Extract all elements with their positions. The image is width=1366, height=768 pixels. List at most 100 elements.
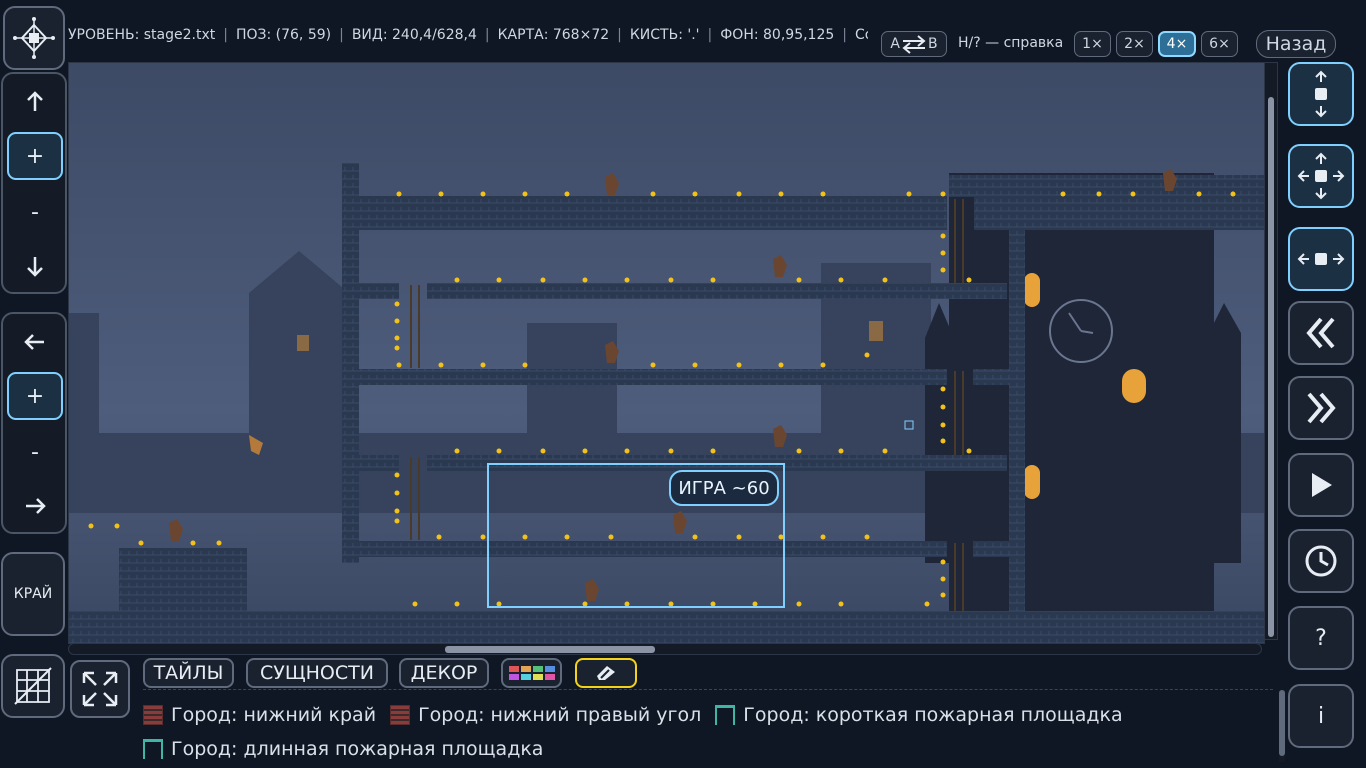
expand-icon (82, 671, 118, 707)
horizontal-mode-button[interactable] (1288, 227, 1354, 291)
scroll-left-button[interactable] (7, 318, 63, 366)
eraser-icon (597, 666, 615, 680)
tile-label: Город: короткая пожарная площадка (743, 704, 1123, 726)
status-save: Сохр (855, 27, 868, 43)
status-view: ВИД: 240,4/628,4 (351, 27, 477, 43)
tab-decor[interactable]: ДЕКОР (399, 658, 489, 688)
move-tool-button[interactable] (3, 6, 65, 70)
fullscreen-button[interactable] (70, 660, 130, 718)
castle-windows (1024, 273, 1146, 499)
zoom-2x-button[interactable]: 2× (1116, 31, 1153, 57)
rewind-button[interactable] (1288, 301, 1354, 365)
move-icon (13, 17, 55, 59)
move-all-icon (1297, 152, 1345, 200)
back-button[interactable]: Назад (1256, 30, 1336, 58)
game-viewport[interactable]: ИГРА ~60 (68, 62, 1265, 644)
status-level: УРОВЕНЬ: stage2.txt (68, 27, 216, 43)
vertical-minus-button[interactable]: - (31, 199, 39, 225)
platforms (359, 196, 1264, 557)
zoom-4x-button[interactable]: 4× (1158, 31, 1196, 57)
edge-button[interactable]: КРАЙ (1, 552, 65, 636)
tab-entities[interactable]: СУЩНОСТИ (246, 658, 388, 688)
tile-walls (69, 163, 1264, 643)
tab-tiles[interactable]: ТАЙЛЫ (143, 658, 234, 688)
grid-toggle-button[interactable] (1, 654, 65, 718)
info-button[interactable]: i (1288, 684, 1354, 748)
arrow-left-icon (24, 334, 44, 350)
play-button[interactable] (1288, 453, 1354, 517)
status-brush: КИСТЬ: '.' (629, 27, 700, 43)
selection-label: ИГРА ~60 (678, 478, 769, 499)
status-bar: УРОВЕНЬ: stage2.txt| ПОЗ: (76, 59)| ВИД:… (68, 18, 868, 52)
double-chevron-right-icon (1307, 392, 1336, 424)
status-pos: ПОЗ: (76, 59) (235, 27, 332, 43)
arrow-down-icon (27, 257, 43, 277)
move-vertical-icon (1315, 70, 1327, 118)
selection-rect[interactable] (487, 463, 785, 608)
tile-list-scrollbar[interactable] (1279, 690, 1285, 762)
tile-list-row-2: Город: длинная пожарная площадка (143, 738, 557, 760)
vertical-controls-group: + - (1, 72, 67, 294)
help-button[interactable]: ? (1288, 606, 1354, 670)
tile-label: Город: нижний правый угол (418, 704, 702, 726)
palette-icon (508, 666, 555, 680)
horizontal-scroll-thumb[interactable] (445, 646, 655, 653)
play-icon (1312, 473, 1332, 497)
enemies (169, 169, 1177, 601)
scroll-up-button[interactable] (7, 78, 63, 126)
brick-tile-icon (143, 705, 163, 725)
fast-forward-button[interactable] (1288, 376, 1354, 440)
tile-item[interactable]: Город: нижний край (143, 704, 376, 726)
tab-palette[interactable] (501, 658, 562, 688)
castle-clock (1049, 299, 1113, 363)
double-chevron-left-icon (1306, 317, 1335, 349)
horizontal-plus-button[interactable]: + (7, 372, 63, 420)
fire-escape-tile-icon (143, 739, 163, 759)
horizontal-minus-button[interactable]: - (31, 439, 39, 465)
player-character (249, 435, 263, 455)
tile-label: Город: нижний край (171, 704, 377, 726)
tile-item[interactable]: Город: длинная пожарная площадка (143, 738, 543, 760)
coins (88, 191, 1236, 607)
history-button[interactable] (1288, 529, 1354, 593)
vertical-scrollbar[interactable] (1264, 62, 1278, 640)
ab-left-label: A (890, 36, 900, 52)
tile-list-scroll-thumb[interactable] (1279, 690, 1285, 756)
tile-label: Город: длинная пожарная площадка (171, 738, 544, 760)
all-directions-mode-button[interactable] (1288, 144, 1354, 208)
tile-list-divider (143, 689, 1273, 694)
grid-icon (14, 667, 52, 705)
cursor-marker (904, 420, 914, 430)
tile-list-row-1: Город: нижний край Город: нижний правый … (143, 704, 1137, 726)
swap-icon (902, 35, 926, 54)
arrow-up-icon (27, 91, 43, 111)
ab-swap-button[interactable]: A B (881, 31, 947, 57)
selection-badge (669, 470, 779, 506)
window (869, 321, 883, 341)
castle (925, 173, 1241, 643)
status-map: КАРТА: 768×72 (497, 27, 610, 43)
brick-tile-icon (390, 705, 411, 725)
fire-escape-tile-icon (715, 705, 736, 725)
tab-eraser[interactable] (575, 658, 637, 688)
arrow-right-icon (26, 498, 46, 514)
scroll-down-button[interactable] (7, 242, 63, 290)
window (297, 335, 309, 351)
ab-right-label: B (927, 36, 938, 52)
zoom-6x-button[interactable]: 6× (1201, 31, 1238, 57)
help-hint: H/? — справка (958, 35, 1064, 51)
vertical-plus-button[interactable]: + (7, 132, 63, 180)
horizontal-controls-group: + - (1, 312, 67, 534)
tile-item[interactable]: Город: короткая пожарная площадка (715, 704, 1123, 726)
status-bg: ФОН: 80,95,125 (720, 27, 835, 43)
vertical-mode-button[interactable] (1288, 62, 1354, 126)
tile-item[interactable]: Город: нижний правый угол (390, 704, 701, 726)
vertical-scroll-thumb[interactable] (1268, 97, 1274, 637)
horizontal-scrollbar[interactable] (68, 643, 1262, 655)
clock-icon (1305, 545, 1337, 577)
clock-hands (1068, 312, 1094, 334)
zoom-1x-button[interactable]: 1× (1074, 31, 1111, 57)
level-canvas[interactable]: ИГРА ~60 (69, 63, 1264, 643)
move-horizontal-icon (1297, 253, 1345, 265)
scroll-right-button[interactable] (7, 482, 63, 530)
